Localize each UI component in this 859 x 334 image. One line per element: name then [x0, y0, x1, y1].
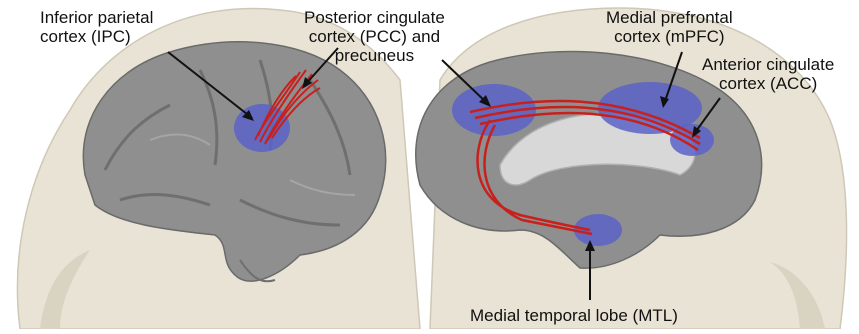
ipc-label: Inferior parietal cortex (IPC): [40, 8, 153, 46]
mtl-label: Medial temporal lobe (MTL): [470, 306, 678, 325]
acc-label: Anterior cingulate cortex (ACC): [702, 55, 834, 93]
mtl-region: [574, 214, 622, 246]
mpfc-label: Medial prefrontal cortex (mPFC): [606, 8, 733, 46]
pcc-label: Posterior cingulate cortex (PCC) and pre…: [304, 8, 445, 65]
